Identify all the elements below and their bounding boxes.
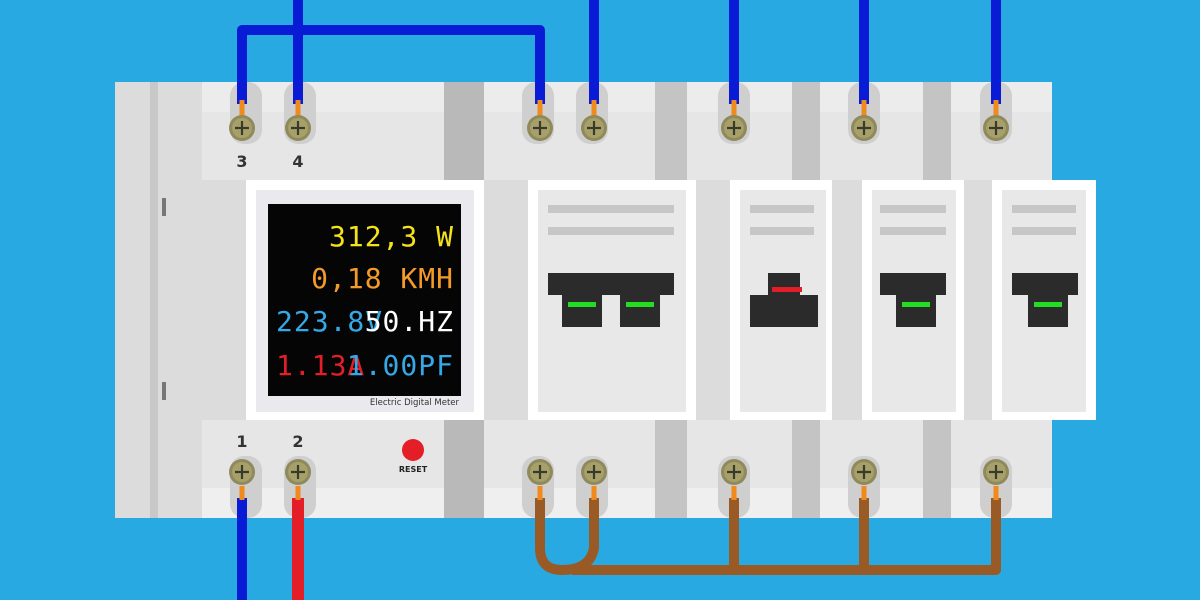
status-indicator-off bbox=[772, 287, 802, 292]
energy-readout: 0,18 KMH bbox=[311, 262, 454, 295]
rail-notch bbox=[162, 198, 166, 216]
voltage-readout: 223.8V bbox=[276, 305, 383, 338]
breaker-toggle-switch[interactable] bbox=[750, 273, 818, 327]
brown-wire-bus bbox=[535, 498, 1001, 575]
breaker-toggle-switch[interactable] bbox=[1012, 273, 1078, 327]
reset-label: RESET bbox=[399, 465, 428, 474]
meter-caption: Electric Digital Meter bbox=[370, 398, 460, 408]
power-factor-readout: 1.00PF bbox=[347, 349, 454, 382]
rail-notch bbox=[162, 382, 166, 400]
rail-edge bbox=[150, 82, 158, 518]
status-indicator-on bbox=[626, 302, 654, 307]
terminal-label-1: 1 bbox=[236, 432, 247, 451]
meter-display bbox=[268, 204, 461, 396]
reset-button[interactable] bbox=[402, 439, 424, 461]
status-indicator-on bbox=[902, 302, 930, 307]
terminal-label-2: 2 bbox=[292, 432, 303, 451]
frequency-readout: 50.HZ bbox=[365, 305, 454, 338]
breaker-single-pole bbox=[862, 180, 964, 420]
breaker-single-pole bbox=[992, 180, 1096, 420]
breaker-rcd bbox=[730, 180, 832, 420]
power-readout: 312,3 W bbox=[329, 220, 454, 253]
status-indicator-on bbox=[1034, 302, 1062, 307]
blue-wire-bridge bbox=[237, 25, 545, 104]
terminal-label-3: 3 bbox=[236, 152, 247, 171]
breaker-toggle-switch[interactable] bbox=[880, 273, 946, 327]
terminal-label-4: 4 bbox=[292, 152, 303, 171]
current-readout: 1.13A bbox=[276, 349, 365, 382]
breaker-toggle-switch[interactable] bbox=[548, 273, 674, 327]
status-indicator-on bbox=[568, 302, 596, 307]
breaker-double-pole bbox=[528, 180, 696, 420]
